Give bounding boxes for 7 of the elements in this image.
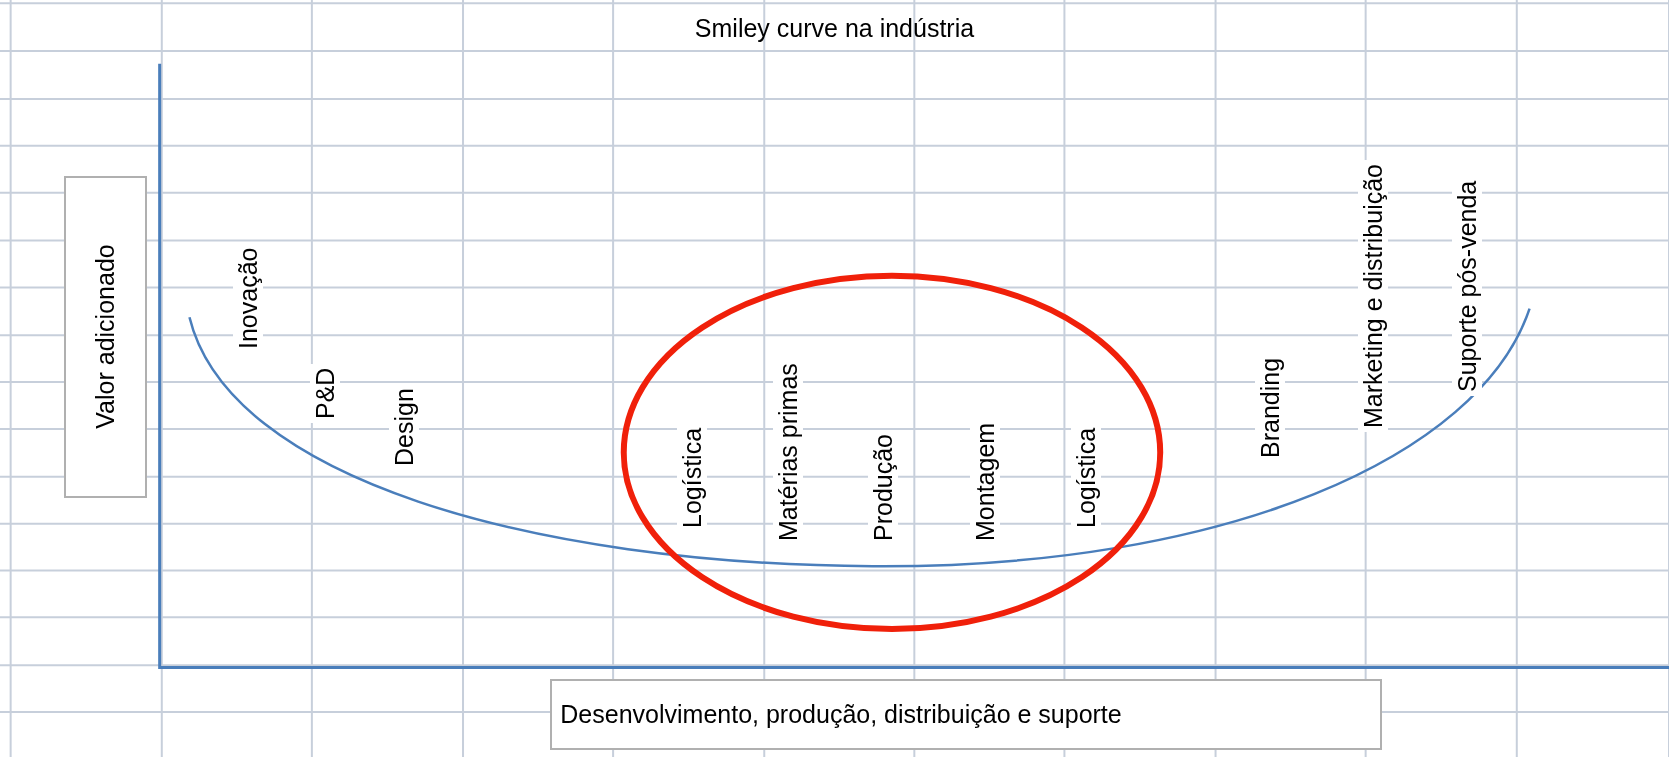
chart-title: Smiley curve na indústria [693,14,976,43]
axis-title: Desenvolvimento, produção, distribuição e suporte [560,700,1122,730]
stage-label: Marketing e distribuição [1358,160,1389,433]
axis-title: Valor adicionado [90,244,120,430]
stage-label: P&D [309,363,340,423]
axis-label-box [63,175,147,499]
axis-label-box [550,679,1382,751]
